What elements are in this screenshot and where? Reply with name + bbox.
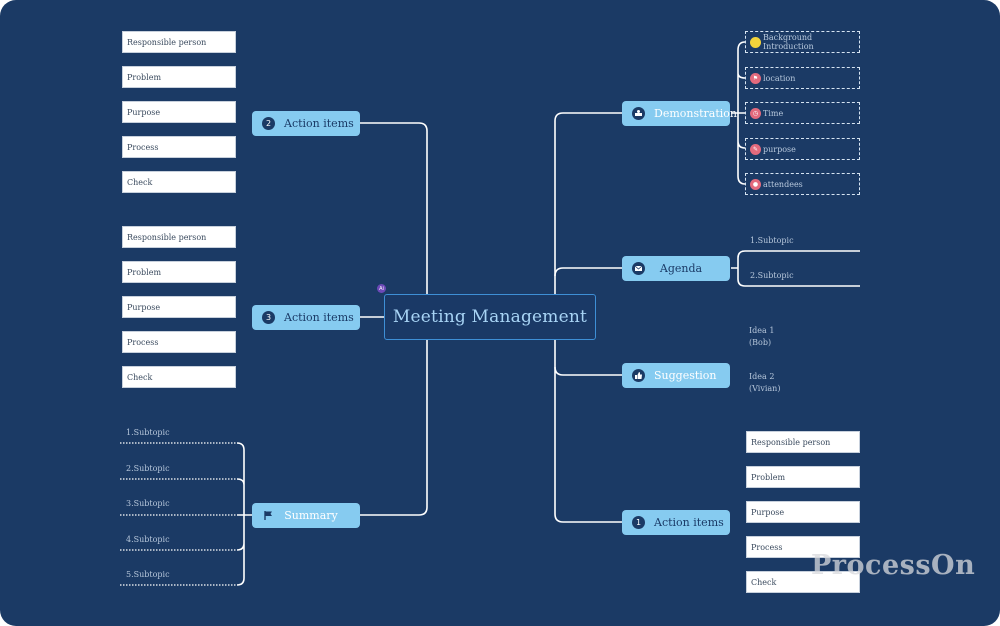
connector-demonstration <box>554 112 622 318</box>
branch-label: Action items <box>284 117 354 130</box>
subtopic-label[interactable]: 1.Subtopic <box>750 236 794 245</box>
connector-suggestion <box>554 366 622 376</box>
subtopic-label[interactable]: 4.Subtopic <box>126 535 170 544</box>
leaf-box[interactable]: Check <box>122 171 236 193</box>
lightbulb-icon <box>750 36 761 48</box>
branch-action-items-2[interactable]: 2 Action items <box>252 111 360 136</box>
leaf-box[interactable]: Purpose <box>122 101 236 123</box>
thumbs-up-icon <box>632 369 645 382</box>
idea-author: (Vivian) <box>749 384 781 393</box>
envelope-icon <box>632 262 645 275</box>
subtopic-label[interactable]: 5.Subtopic <box>126 570 170 579</box>
demonstration-item[interactable]: ⚑ location <box>745 67 860 89</box>
demonstration-item[interactable]: Background Introduction <box>745 31 860 53</box>
demonstration-item[interactable]: ◷ Time <box>745 102 860 124</box>
demonstration-item[interactable]: ● attendees <box>745 173 860 195</box>
clock-icon: ◷ <box>750 107 761 119</box>
person-icon: ● <box>750 178 761 190</box>
branch-suggestion[interactable]: Suggestion <box>622 363 730 388</box>
leaf-box[interactable]: Check <box>746 571 860 593</box>
branch-label: Demonstration <box>654 107 737 120</box>
branch-label: Agenda <box>659 262 703 275</box>
watermark: ProcessOn <box>811 550 976 581</box>
leaf-box[interactable]: Purpose <box>122 296 236 318</box>
bracket-demonstration <box>731 41 746 185</box>
connector-summary <box>360 317 428 516</box>
bracket-summary <box>236 442 252 586</box>
branch-action-items-1[interactable]: 1 Action items <box>622 510 730 535</box>
presenter-icon <box>632 107 645 120</box>
pencil-icon: ✎ <box>750 143 761 155</box>
branch-label: Action items <box>284 311 354 324</box>
branch-summary[interactable]: Summary <box>252 503 360 528</box>
flag-icon: ⚑ <box>750 72 761 84</box>
leaf-box[interactable]: Process <box>746 536 860 558</box>
leaf-box[interactable]: Responsible person <box>122 226 236 248</box>
connector-agenda <box>554 267 622 277</box>
branch-agenda[interactable]: Agenda <box>622 256 730 281</box>
idea-title: Idea 1 <box>749 326 775 335</box>
leaf-box[interactable]: Responsible person <box>746 431 860 453</box>
subtopic-label[interactable]: 2.Subtopic <box>750 271 794 280</box>
branch-demonstration[interactable]: Demonstration <box>622 101 737 126</box>
number-badge-icon: 2 <box>262 117 275 130</box>
subtopic-label[interactable]: 2.Subtopic <box>126 464 170 473</box>
demonstration-item[interactable]: ✎ purpose <box>745 138 860 160</box>
connector-action1 <box>554 317 622 523</box>
idea-title: Idea 2 <box>749 372 775 381</box>
branch-label: Suggestion <box>654 369 717 382</box>
connector-action2 <box>360 122 428 318</box>
ai-badge-icon[interactable]: Ai <box>377 284 386 293</box>
branch-label: Summary <box>284 509 338 522</box>
bracket-agenda <box>731 250 860 287</box>
leaf-box[interactable]: Process <box>122 136 236 158</box>
number-badge-icon: 3 <box>262 311 275 324</box>
leaf-box[interactable]: Process <box>122 331 236 353</box>
branch-label: Action items <box>654 516 724 529</box>
leaf-box[interactable]: Problem <box>122 66 236 88</box>
leaf-box[interactable]: Purpose <box>746 501 860 523</box>
number-badge-icon: 1 <box>632 516 645 529</box>
leaf-box[interactable]: Problem <box>122 261 236 283</box>
idea-author: (Bob) <box>749 338 772 347</box>
central-topic-title: Meeting Management <box>392 307 588 327</box>
subtopic-label[interactable]: 3.Subtopic <box>126 499 170 508</box>
subtopic-label[interactable]: 1.Subtopic <box>126 428 170 437</box>
leaf-box[interactable]: Responsible person <box>122 31 236 53</box>
flag-icon <box>262 509 275 522</box>
leaf-box[interactable]: Problem <box>746 466 860 488</box>
idea-item[interactable]: Idea 2 (Vivian) <box>749 371 780 395</box>
idea-item[interactable]: Idea 1 (Bob) <box>749 325 774 349</box>
leaf-box[interactable]: Check <box>122 366 236 388</box>
central-topic[interactable]: Meeting Management <box>384 294 596 340</box>
branch-action-items-3[interactable]: 3 Action items <box>252 305 360 330</box>
